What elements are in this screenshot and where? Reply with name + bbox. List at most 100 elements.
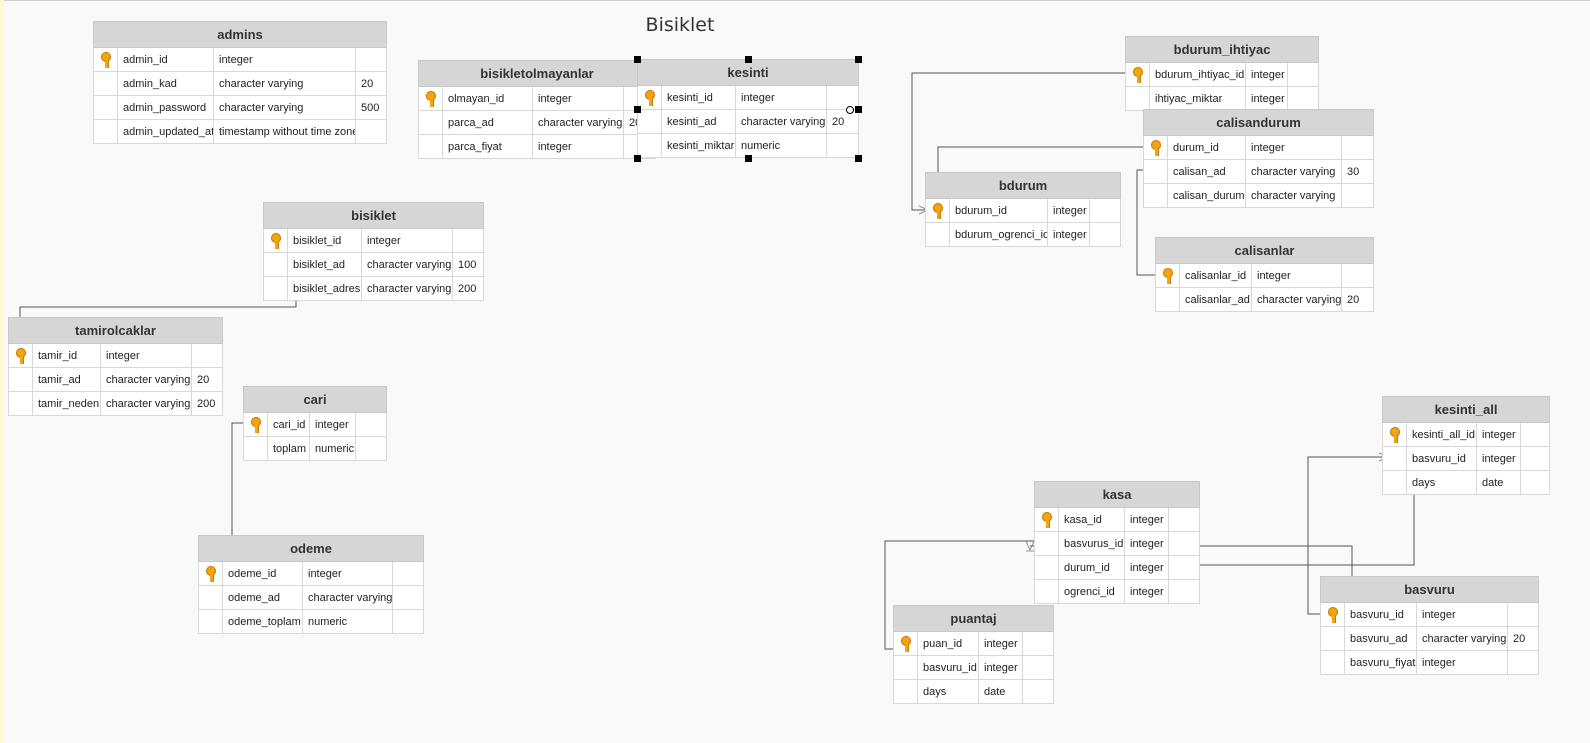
table-header[interactable]: bdurum_ihtiyac — [1124, 36, 1320, 63]
primary-key-icon — [1389, 426, 1400, 443]
resize-handle[interactable] — [744, 56, 752, 63]
table-header[interactable]: cari — [242, 386, 388, 413]
table-header[interactable]: bisikletolmayanlar — [417, 60, 657, 87]
primary-key-icon — [1150, 139, 1161, 156]
column-name: odeme_id — [222, 561, 303, 586]
relation-line[interactable] — [911, 72, 1135, 211]
key-cell — [637, 109, 662, 134]
column-type: integer — [361, 228, 453, 253]
column-type: integer — [1047, 222, 1090, 247]
resize-handle[interactable] — [855, 155, 862, 162]
resize-handle[interactable] — [634, 155, 641, 162]
resize-handle[interactable] — [855, 105, 862, 113]
table-header[interactable]: calisandurum — [1142, 109, 1375, 136]
resize-handle[interactable] — [634, 56, 641, 63]
table-header[interactable]: odeme — [197, 535, 425, 562]
table-header[interactable]: bdurum — [924, 172, 1122, 199]
table-header[interactable]: admins — [92, 21, 388, 48]
column-type: integer — [1047, 198, 1090, 223]
table-header[interactable]: tamirolcaklar — [8, 317, 223, 344]
key-cell — [1034, 579, 1059, 604]
table-header[interactable]: basvuru — [1319, 576, 1540, 603]
table-header[interactable]: kesinti — [637, 59, 859, 86]
table-header[interactable]: kesinti_all — [1382, 396, 1550, 423]
resize-handle[interactable] — [855, 56, 862, 63]
rotate-handle[interactable] — [846, 105, 854, 114]
column-type: integer — [1124, 555, 1169, 580]
key-cell — [1155, 287, 1180, 312]
column-length — [1167, 531, 1201, 556]
primary-key-icon — [644, 89, 655, 106]
column-name: bisiklet_adres — [287, 276, 362, 301]
column-length — [354, 436, 388, 461]
table-header[interactable]: bisiklet — [262, 202, 485, 229]
column-length — [354, 119, 388, 144]
table-header[interactable]: kasa — [1033, 481, 1201, 508]
resize-handle[interactable] — [634, 105, 641, 113]
column-type: integer — [1124, 579, 1169, 604]
column-name: kesinti_ad — [661, 109, 736, 134]
resize-handle[interactable] — [744, 155, 752, 162]
table-header[interactable]: puantaj — [892, 605, 1055, 632]
table-header[interactable]: calisanlar — [1155, 237, 1374, 264]
